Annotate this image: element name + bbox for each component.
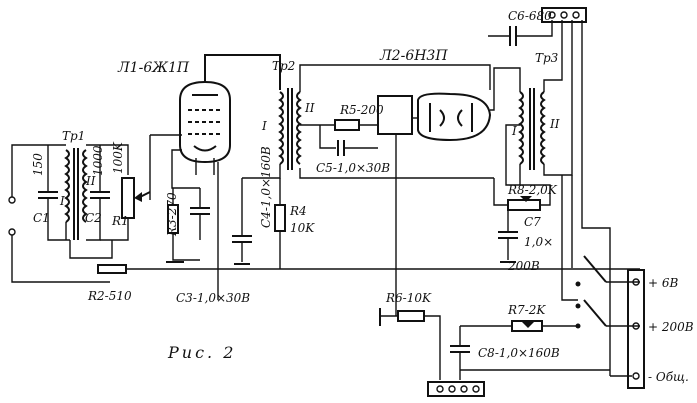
- r5-label: R5-200: [339, 103, 384, 117]
- c2-label: C2: [85, 211, 102, 225]
- switch-200v: [575, 299, 640, 329]
- c1-label: C1: [33, 211, 50, 225]
- c7-value-b: 200B: [507, 259, 540, 273]
- output-terminal-strip: + 6B + 200B - Общ.: [610, 269, 694, 389]
- capacitor-c8: C8-1,0×160B: [450, 326, 610, 380]
- terminal-plus200v: + 200B: [648, 320, 694, 334]
- tr2-label: Tp2: [272, 59, 295, 73]
- c2-value: 1000: [91, 145, 105, 176]
- transformer-tr3: Tp3 I II: [493, 20, 573, 186]
- cathode-circuit-l1: R3-270 C3-1,0×30B: [165, 149, 250, 305]
- switch-6v: [561, 175, 640, 301]
- transformer-tr2: Tp2 I II: [242, 59, 315, 205]
- tr3-winding-i: I: [511, 124, 517, 138]
- c7-label: C7: [524, 215, 541, 229]
- top-connector: [541, 7, 611, 376]
- capacitor-c5: C5-1,0×30B: [316, 125, 390, 175]
- tr1-winding-ii: II: [85, 174, 96, 188]
- tube-l1: Л1-6Ж1П: [117, 54, 281, 200]
- tr1-label: Tp1: [62, 129, 85, 143]
- resistor-r6: R6-10K: [379, 291, 441, 380]
- tube-l1-label: Л1-6Ж1П: [117, 60, 190, 76]
- r4-value: 10K: [290, 221, 315, 235]
- resistor-r8: R8-2,0K: [493, 178, 558, 211]
- tr1-winding-i: I: [59, 194, 65, 208]
- tr3-label: Tp3: [535, 51, 559, 65]
- c7-value-a: 1,0×: [524, 235, 553, 249]
- transformer-tr1: Tp1 I II: [48, 129, 96, 240]
- input-terminals: [8, 144, 110, 283]
- r1-label: R1: [111, 214, 129, 228]
- capacitor-c4: C4-1,0×160B: [232, 146, 273, 265]
- r2-label: R2-510: [87, 289, 132, 303]
- r4-label: R4: [289, 204, 307, 218]
- r1-value: 100K: [111, 141, 125, 174]
- capacitor-c1: C1 150: [31, 145, 70, 241]
- figure-caption: Рис. 2: [167, 343, 236, 362]
- tr2-winding-i: I: [261, 119, 267, 133]
- potentiometer-r1: R1 100K: [100, 141, 151, 241]
- r3-label: R3-270: [165, 192, 179, 237]
- c4-label: C4-1,0×160B: [259, 146, 273, 228]
- capacitor-c7: C7 1,0× 200B: [498, 205, 553, 273]
- c3-label: C3-1,0×30B: [176, 291, 250, 305]
- tube-l2: Л2-6Н3П: [377, 48, 495, 298]
- r7-label: R7-2K: [507, 303, 546, 317]
- c8-label: C8-1,0×160B: [478, 346, 560, 360]
- tube-l2-label: Л2-6Н3П: [379, 48, 448, 64]
- c5-label: C5-1,0×30B: [316, 161, 390, 175]
- terminal-common: - Общ.: [648, 370, 689, 384]
- resistor-r4: R4 10K: [274, 204, 315, 269]
- c1-value: 150: [31, 153, 45, 176]
- resistor-r2: R2-510: [87, 264, 640, 303]
- resistor-r7: R7-2K: [460, 303, 578, 332]
- resistor-r5: R5-200: [300, 103, 384, 131]
- tr3-winding-ii: II: [549, 117, 560, 131]
- r8-label: R8-2,0K: [507, 183, 558, 197]
- tr2-winding-ii: II: [304, 101, 315, 115]
- r6-label: R6-10K: [385, 291, 432, 305]
- bottom-connector: [427, 381, 485, 397]
- terminal-plus6v: + 6B: [648, 276, 679, 290]
- c6-label: C6-680: [508, 9, 552, 23]
